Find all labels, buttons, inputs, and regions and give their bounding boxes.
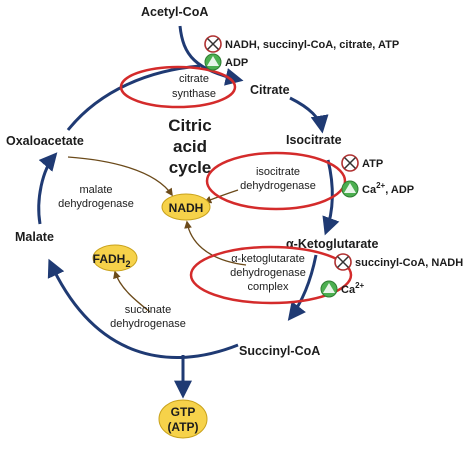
inhibitor-icon xyxy=(341,154,359,172)
arrow-akg-dh-to-nadh xyxy=(184,220,247,266)
fadh2-blob: FADH 2 xyxy=(92,244,138,272)
malate-dh-line-2: dehydrogenase xyxy=(58,198,134,210)
akg-dh-line-2: dehydrogenase xyxy=(230,267,306,279)
alpha-ketoglutarate-label: α-Ketoglutarate xyxy=(286,237,378,251)
oxaloacetate-label: Oxaloacetate xyxy=(6,134,84,148)
isocitrate-dh-highlight xyxy=(205,151,347,211)
activator-icon xyxy=(320,280,338,298)
fadh2-label: FADH xyxy=(93,252,126,266)
arrow-akg-to-succinylcoa xyxy=(287,254,318,321)
acetyl-coa-label: Acetyl-CoA xyxy=(141,5,208,19)
succinyl-coa-label: Succinyl-CoA xyxy=(239,344,320,358)
cofactor-arrows xyxy=(67,156,247,313)
cycle-title-line-1: Citric xyxy=(168,116,211,135)
arrow-malate-to-oxaloacetate xyxy=(37,152,58,225)
arrow-citrate-to-isocitrate xyxy=(289,96,329,134)
gtp-label: GTP xyxy=(171,405,196,419)
citrate-synthase-highlight xyxy=(119,65,237,109)
gtp-blob: GTP (ATP) xyxy=(158,399,208,439)
fadh2-subscript: 2 xyxy=(125,259,130,269)
activator-icon xyxy=(204,53,222,71)
highlight-ovals xyxy=(119,65,353,305)
isocitrate-dh-line-2: dehydrogenase xyxy=(240,180,316,192)
nadh-label: NADH xyxy=(169,201,204,215)
arrow-isocitrate-to-akg xyxy=(322,159,340,236)
akg-dh-activators: Ca2+ xyxy=(341,281,365,296)
arrow-malate-dh-to-nadh xyxy=(67,156,173,197)
cycle-title-line-2: acid xyxy=(173,137,207,156)
isocitrate-label: Isocitrate xyxy=(286,133,342,147)
isocitrate-dh-activators-suffix: , ADP xyxy=(385,184,414,196)
inhibitor-icon xyxy=(334,253,352,271)
citrate-label: Citrate xyxy=(250,83,290,97)
inhibitor-icon xyxy=(204,35,222,53)
akg-dh-line-1: α-ketoglutarate xyxy=(231,253,305,265)
isocitrate-dh-activators-superscript: 2+ xyxy=(376,181,385,190)
arrow-succinate-dh-to-fadh2 xyxy=(113,270,151,313)
nadh-blob: NADH xyxy=(161,193,211,221)
cycle-title-line-3: cycle xyxy=(169,158,212,177)
arrow-acetylcoa-to-citrate xyxy=(178,25,244,86)
akg-dh-inhibitors: succinyl-CoA, NADH xyxy=(355,257,463,269)
isocitrate-dh-activators-prefix: Ca xyxy=(362,184,377,196)
succinate-dh-line-1: succinate xyxy=(125,304,171,316)
succinate-dh-line-2: dehydrogenase xyxy=(110,318,186,330)
arrow-isocitrate-dh-to-nadh xyxy=(203,189,239,204)
citrate-synthase-activators: ADP xyxy=(225,57,248,69)
arrow-succinylcoa-to-malate xyxy=(47,258,239,360)
akg-dh-activators-prefix: Ca xyxy=(341,284,356,296)
citrate-synthase-line-1: citrate xyxy=(179,73,209,85)
malate-label: Malate xyxy=(15,230,54,244)
cycle-arrows xyxy=(37,25,340,399)
isocitrate-dh-line-1: isocitrate xyxy=(256,166,300,178)
akg-dh-highlight xyxy=(189,245,353,305)
isocitrate-dh-inhibitors: ATP xyxy=(362,158,383,170)
akg-dh-line-3: complex xyxy=(248,281,289,293)
atp-label: (ATP) xyxy=(167,420,198,434)
akg-dh-activators-superscript: 2+ xyxy=(355,281,364,290)
isocitrate-dh-activators: Ca2+, ADP xyxy=(362,181,414,196)
malate-dh-line-1: malate xyxy=(79,184,112,196)
citrate-synthase-inhibitors: NADH, succinyl-CoA, citrate, ATP xyxy=(225,39,399,51)
activator-icon xyxy=(341,180,359,198)
citrate-synthase-line-2: synthase xyxy=(172,88,216,100)
